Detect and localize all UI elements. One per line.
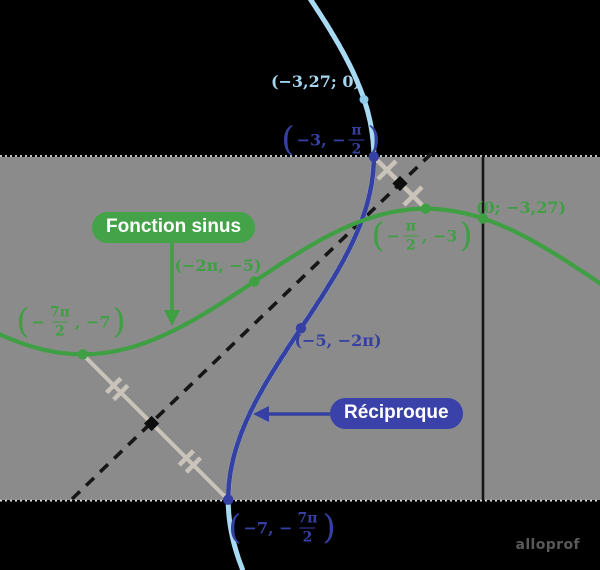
congruence-tick-mark — [105, 376, 203, 474]
point-dot — [249, 276, 260, 287]
sine-badge-arrow — [164, 241, 180, 326]
reciprocal-badge: Réciproque — [330, 398, 463, 429]
label-reciprocal-mid-point: (−5, −2π) — [294, 331, 382, 350]
point-dot — [420, 203, 431, 214]
point-dot — [368, 151, 379, 162]
sine-curve — [0, 206, 600, 357]
label-sine-y-intercept: (0; −3,27) — [475, 198, 567, 217]
sine-function-badge: Fonction sinus — [92, 212, 256, 243]
mirror-line-y-equals-x — [70, 151, 434, 501]
point-dot — [477, 213, 489, 224]
point-dot — [77, 349, 89, 360]
congruence-x-mark — [376, 159, 424, 207]
point-dot — [223, 494, 234, 505]
alloprof-watermark: alloprof — [515, 537, 580, 553]
point-dot — [295, 323, 307, 334]
point-dot — [359, 95, 369, 104]
reciprocal-badge-arrow — [253, 406, 330, 422]
label-sine-midline-point: (−2π, −5) — [174, 256, 262, 275]
label-reciprocal-x-intercept: (−3,27; 0) — [270, 72, 362, 91]
point-dots — [77, 95, 489, 505]
